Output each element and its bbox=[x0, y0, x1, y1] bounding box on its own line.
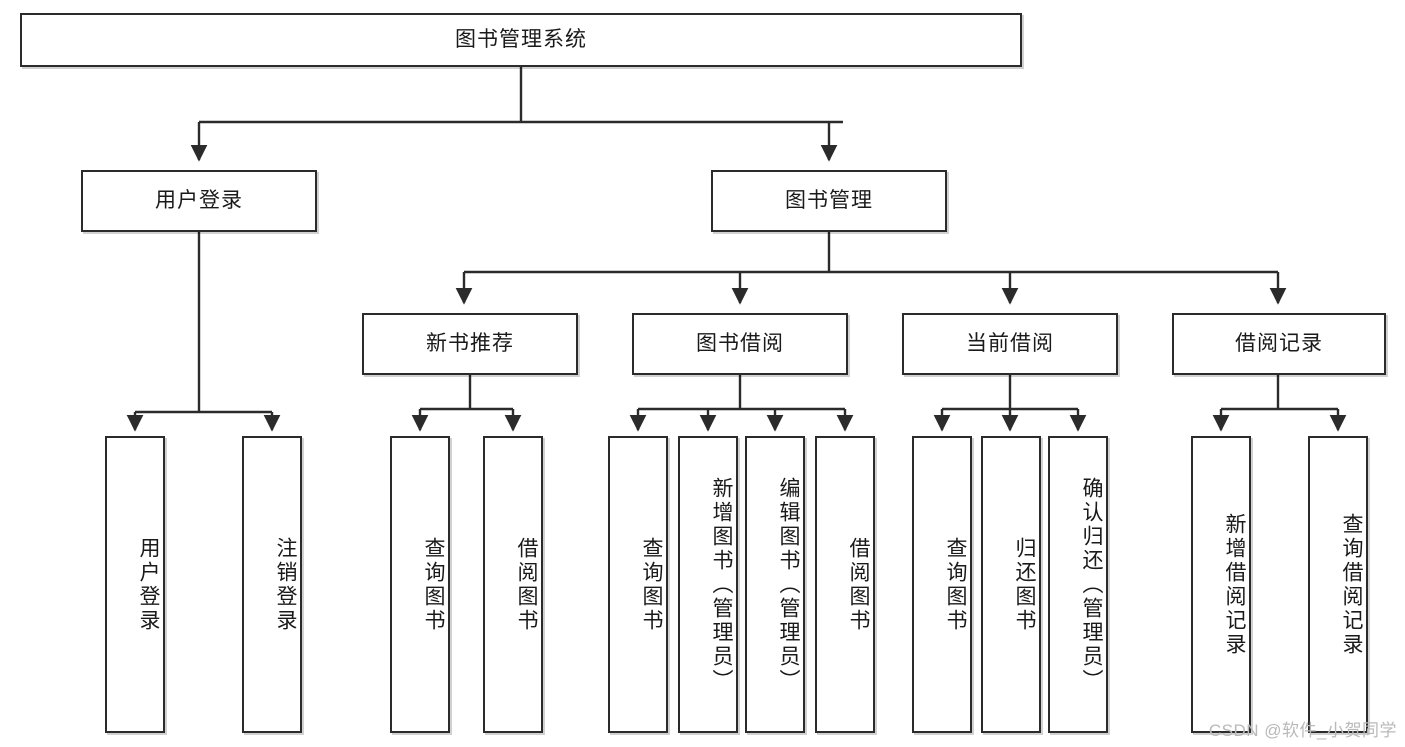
leaf-query-book-3-label: 查询图书 bbox=[944, 536, 967, 633]
leaf-query-book-2-label: 查询图书 bbox=[640, 536, 663, 633]
leaf-borrow-book-1[interactable]: 借阅图书 bbox=[483, 436, 543, 733]
leaf-logout-login[interactable]: 注销登录 bbox=[242, 436, 302, 733]
node-borrow-record[interactable]: 借阅记录 bbox=[1172, 313, 1386, 375]
leaf-add-record[interactable]: 新增借阅记录 bbox=[1191, 436, 1251, 733]
leaf-query-book-3[interactable]: 查询图书 bbox=[912, 436, 972, 733]
leaf-add-book[interactable]: 新增图书（管理员） bbox=[678, 436, 738, 733]
leaf-borrow-book-2[interactable]: 借阅图书 bbox=[815, 436, 875, 733]
leaf-query-book-1-label: 查询图书 bbox=[422, 536, 445, 633]
node-book-manage[interactable]: 图书管理 bbox=[711, 170, 947, 232]
leaf-confirm-return-label: 确认归还（管理员） bbox=[1080, 476, 1103, 693]
node-user-login[interactable]: 用户登录 bbox=[81, 170, 317, 232]
node-book-borrow-label: 图书借阅 bbox=[696, 331, 784, 355]
leaf-add-record-label: 新增借阅记录 bbox=[1223, 512, 1246, 657]
node-borrow-record-label: 借阅记录 bbox=[1235, 331, 1323, 355]
leaf-return-book[interactable]: 归还图书 bbox=[981, 436, 1041, 733]
leaf-query-book-1[interactable]: 查询图书 bbox=[390, 436, 450, 733]
leaf-edit-book[interactable]: 编辑图书（管理员） bbox=[745, 436, 805, 733]
leaf-borrow-book-2-label: 借阅图书 bbox=[847, 536, 870, 633]
leaf-query-record-label: 查询借阅记录 bbox=[1340, 512, 1363, 657]
leaf-confirm-return[interactable]: 确认归还（管理员） bbox=[1048, 436, 1108, 733]
node-current-borrow-label: 当前借阅 bbox=[966, 331, 1054, 355]
node-book-manage-label: 图书管理 bbox=[785, 188, 873, 212]
leaf-query-book-2[interactable]: 查询图书 bbox=[608, 436, 668, 733]
node-new-book-rec-label: 新书推荐 bbox=[426, 331, 514, 355]
leaf-borrow-book-1-label: 借阅图书 bbox=[515, 536, 538, 633]
node-current-borrow[interactable]: 当前借阅 bbox=[902, 313, 1118, 375]
leaf-logout-login-label: 注销登录 bbox=[274, 536, 297, 633]
node-root-label: 图书管理系统 bbox=[455, 27, 587, 51]
leaf-return-book-label: 归还图书 bbox=[1013, 536, 1036, 633]
leaf-edit-book-label: 编辑图书（管理员） bbox=[777, 476, 800, 693]
leaf-query-record[interactable]: 查询借阅记录 bbox=[1308, 436, 1368, 733]
node-new-book-rec[interactable]: 新书推荐 bbox=[362, 313, 578, 375]
node-root[interactable]: 图书管理系统 bbox=[20, 13, 1022, 67]
leaf-add-book-label: 新增图书（管理员） bbox=[710, 476, 733, 693]
leaf-user-login-label: 用户登录 bbox=[137, 536, 160, 633]
node-book-borrow[interactable]: 图书借阅 bbox=[632, 313, 848, 375]
node-user-login-label: 用户登录 bbox=[155, 188, 243, 212]
leaf-user-login[interactable]: 用户登录 bbox=[105, 436, 165, 733]
